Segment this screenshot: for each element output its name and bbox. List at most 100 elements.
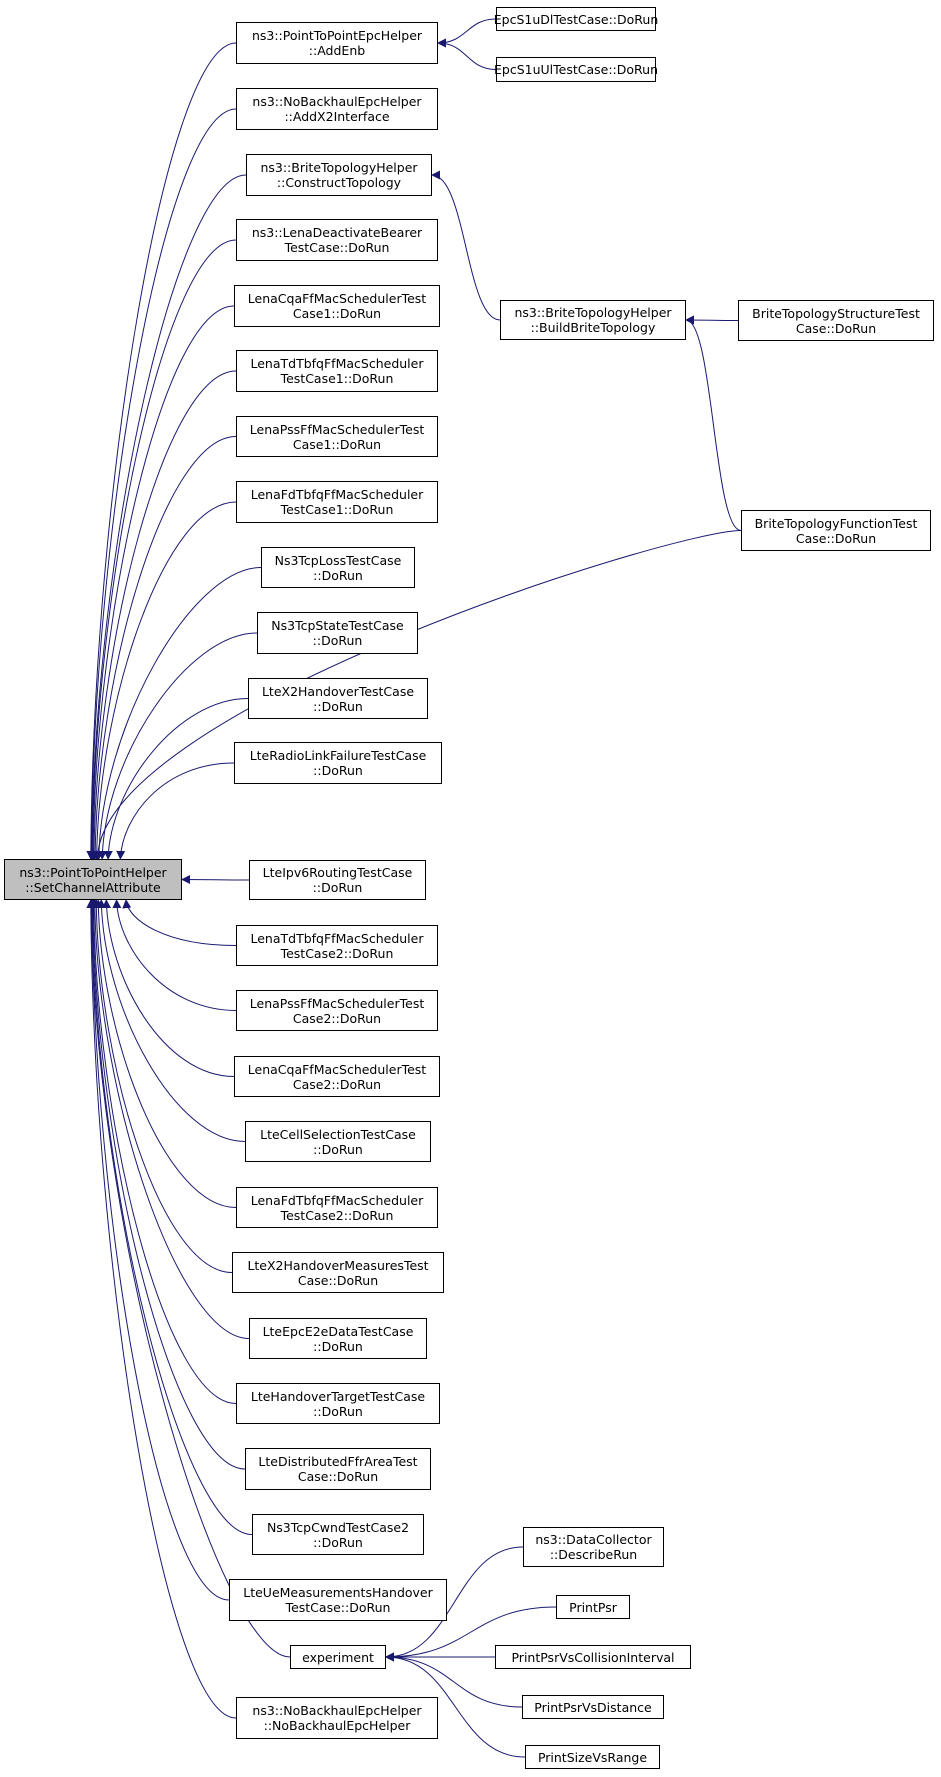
node-label-line: LenaPssFfMacSchedulerTest <box>249 421 425 437</box>
edge-e2e-to-root <box>90 899 250 1339</box>
node-label-line: ::DoRun <box>313 763 363 778</box>
node-label-line: LenaFdTbfqFfMacScheduler <box>250 487 424 502</box>
node-label-line: LteIpv6RoutingTestCase <box>262 865 413 880</box>
node-addX2[interactable]: ns3::NoBackhaulEpcHelper::AddX2Interface <box>236 88 438 130</box>
edge-tcpLoss-to-root <box>94 567 262 860</box>
node-label-line: ns3::DataCollector <box>535 1532 652 1547</box>
edge-tdtbfq1-to-root <box>89 370 237 860</box>
node-label-line: PrintPsrVsDistance <box>534 1699 652 1715</box>
node-e2e[interactable]: LteEpcE2eDataTestCase::DoRun <box>249 1318 427 1359</box>
node-label-line: ::BuildBriteTopology <box>530 320 656 335</box>
node-label-line: ::DoRun <box>313 567 363 583</box>
node-tcpLoss[interactable]: Ns3TcpLossTestCase::DoRun <box>261 547 415 588</box>
node-label-line: ::DoRun <box>313 698 363 714</box>
edge-briteFunc-to-buildBrite <box>685 315 742 531</box>
node-s1uUl[interactable]: EpcS1uUlTestCase::DoRun <box>494 57 658 82</box>
node-printSize[interactable]: PrintSizeVsRange <box>525 1745 660 1769</box>
edge-printSize-to-experiment <box>385 1652 526 1758</box>
node-label-line: LteCellSelectionTestCase <box>260 1126 416 1142</box>
edge-cqa1-to-root <box>88 305 235 860</box>
node-label-line: LteEpcE2eDataTestCase <box>262 1323 414 1339</box>
node-label-line: LenaCqaFfMacSchedulerTest <box>247 291 427 306</box>
node-construct[interactable]: ns3::BriteTopologyHelper::ConstructTopol… <box>246 154 432 196</box>
edge-ueMeas-to-root <box>87 899 230 1601</box>
node-label-line: ::DoRun <box>313 1141 363 1157</box>
node-label-line: Case::DoRun <box>297 1469 379 1484</box>
node-printPsrColl[interactable]: PrintPsrVsCollisionInterval <box>495 1645 691 1669</box>
edge-rlf-to-root <box>116 762 235 860</box>
node-label-line: ::DoRun <box>313 1534 363 1550</box>
edge-lenaDeact-to-root <box>87 239 237 860</box>
node-label-line: ns3::NoBackhaulEpcHelper <box>252 94 422 109</box>
edge-cellSel-to-root <box>96 899 246 1142</box>
node-label-line: ns3::LenaDeactivateBearer <box>251 225 423 240</box>
edge-x2meas-to-root <box>91 899 233 1273</box>
node-cellSel[interactable]: LteCellSelectionTestCase::DoRun <box>245 1121 431 1162</box>
node-noBackhaulCtor[interactable]: ns3::NoBackhaulEpcHelper::NoBackhaulEpcH… <box>236 1697 438 1739</box>
node-label-line: ::DoRun <box>313 1403 363 1419</box>
node-label-line: BriteTopologyStructureTest <box>752 305 920 321</box>
edge-buildBrite-to-construct <box>431 170 501 321</box>
node-label-line: Case2::DoRun <box>292 1010 382 1026</box>
node-experiment[interactable]: experiment <box>290 1645 386 1669</box>
node-tcpCwnd[interactable]: Ns3TcpCwndTestCase2::DoRun <box>252 1514 424 1555</box>
node-label-line: LteUeMeasurementsHandover <box>243 1585 433 1600</box>
node-label-line: ::NoBackhaulEpcHelper <box>263 1718 411 1733</box>
edge-experiment-to-root <box>86 899 291 1658</box>
node-tcpState[interactable]: Ns3TcpStateTestCase::DoRun <box>257 612 418 654</box>
edge-addX2-to-root <box>86 108 237 860</box>
node-label-line: Ns3TcpStateTestCase <box>271 618 404 633</box>
node-addEnb[interactable]: ns3::PointToPointEpcHelper::AddEnb <box>236 22 438 64</box>
node-label-line: Case::DoRun <box>795 320 877 336</box>
node-printPsrDist[interactable]: PrintPsrVsDistance <box>522 1695 664 1719</box>
edge-describeRun-to-experiment <box>385 1546 524 1662</box>
edge-construct-to-root <box>87 174 247 860</box>
node-label-line: EpcS1uDlTestCase::DoRun <box>493 11 659 27</box>
node-s1uDl[interactable]: EpcS1uDlTestCase::DoRun <box>493 7 659 31</box>
node-label-line: ns3::PointToPointHelper <box>19 864 167 880</box>
node-x2ho[interactable]: LteX2HandoverTestCase::DoRun <box>248 678 428 719</box>
edge-pss1-to-root <box>90 436 237 860</box>
node-label-line: Case1::DoRun <box>292 436 382 452</box>
edge-cqa2-to-root <box>102 899 235 1077</box>
node-hoTarget[interactable]: LteHandoverTargetTestCase::DoRun <box>236 1383 440 1424</box>
edge-pss2-to-root <box>112 899 237 1011</box>
edge-printPsrDist-to-experiment <box>385 1652 523 1708</box>
node-buildBrite[interactable]: ns3::BriteTopologyHelper::BuildBriteTopo… <box>500 300 686 340</box>
edge-hoTarget-to-root <box>89 899 237 1404</box>
node-printPsr[interactable]: PrintPsr <box>556 1595 630 1619</box>
edge-tdtbfq2-to-root <box>122 899 237 946</box>
node-ipv6[interactable]: LteIpv6RoutingTestCase::DoRun <box>249 860 426 900</box>
node-label-line: experiment <box>302 1649 374 1665</box>
node-label-line: LteDistributedFfrAreaTest <box>258 1454 418 1469</box>
edge-ipv6-to-root <box>181 875 250 885</box>
node-rlf[interactable]: LteRadioLinkFailureTestCase::DoRun <box>234 742 442 784</box>
node-label-line: ns3::PointToPointEpcHelper <box>251 28 423 43</box>
node-label-line: BriteTopologyFunctionTest <box>754 515 918 531</box>
edge-s1uDl-to-addEnb <box>437 18 497 48</box>
node-label-line: ::SetChannelAttribute <box>25 879 161 895</box>
node-label-line: ::AddX2Interface <box>284 109 390 124</box>
node-describeRun[interactable]: ns3::DataCollector::DescribeRun <box>523 1527 664 1567</box>
edge-fdtbfq1-to-root <box>92 501 237 860</box>
edge-fdtbfq2-to-root <box>93 899 237 1208</box>
node-label-line: LteX2HandoverTestCase <box>261 683 415 699</box>
node-label-line: ::AddEnb <box>308 43 366 58</box>
node-label-line: ::ConstructTopology <box>276 175 402 190</box>
edge-tcpCwnd-to-root <box>87 899 253 1535</box>
